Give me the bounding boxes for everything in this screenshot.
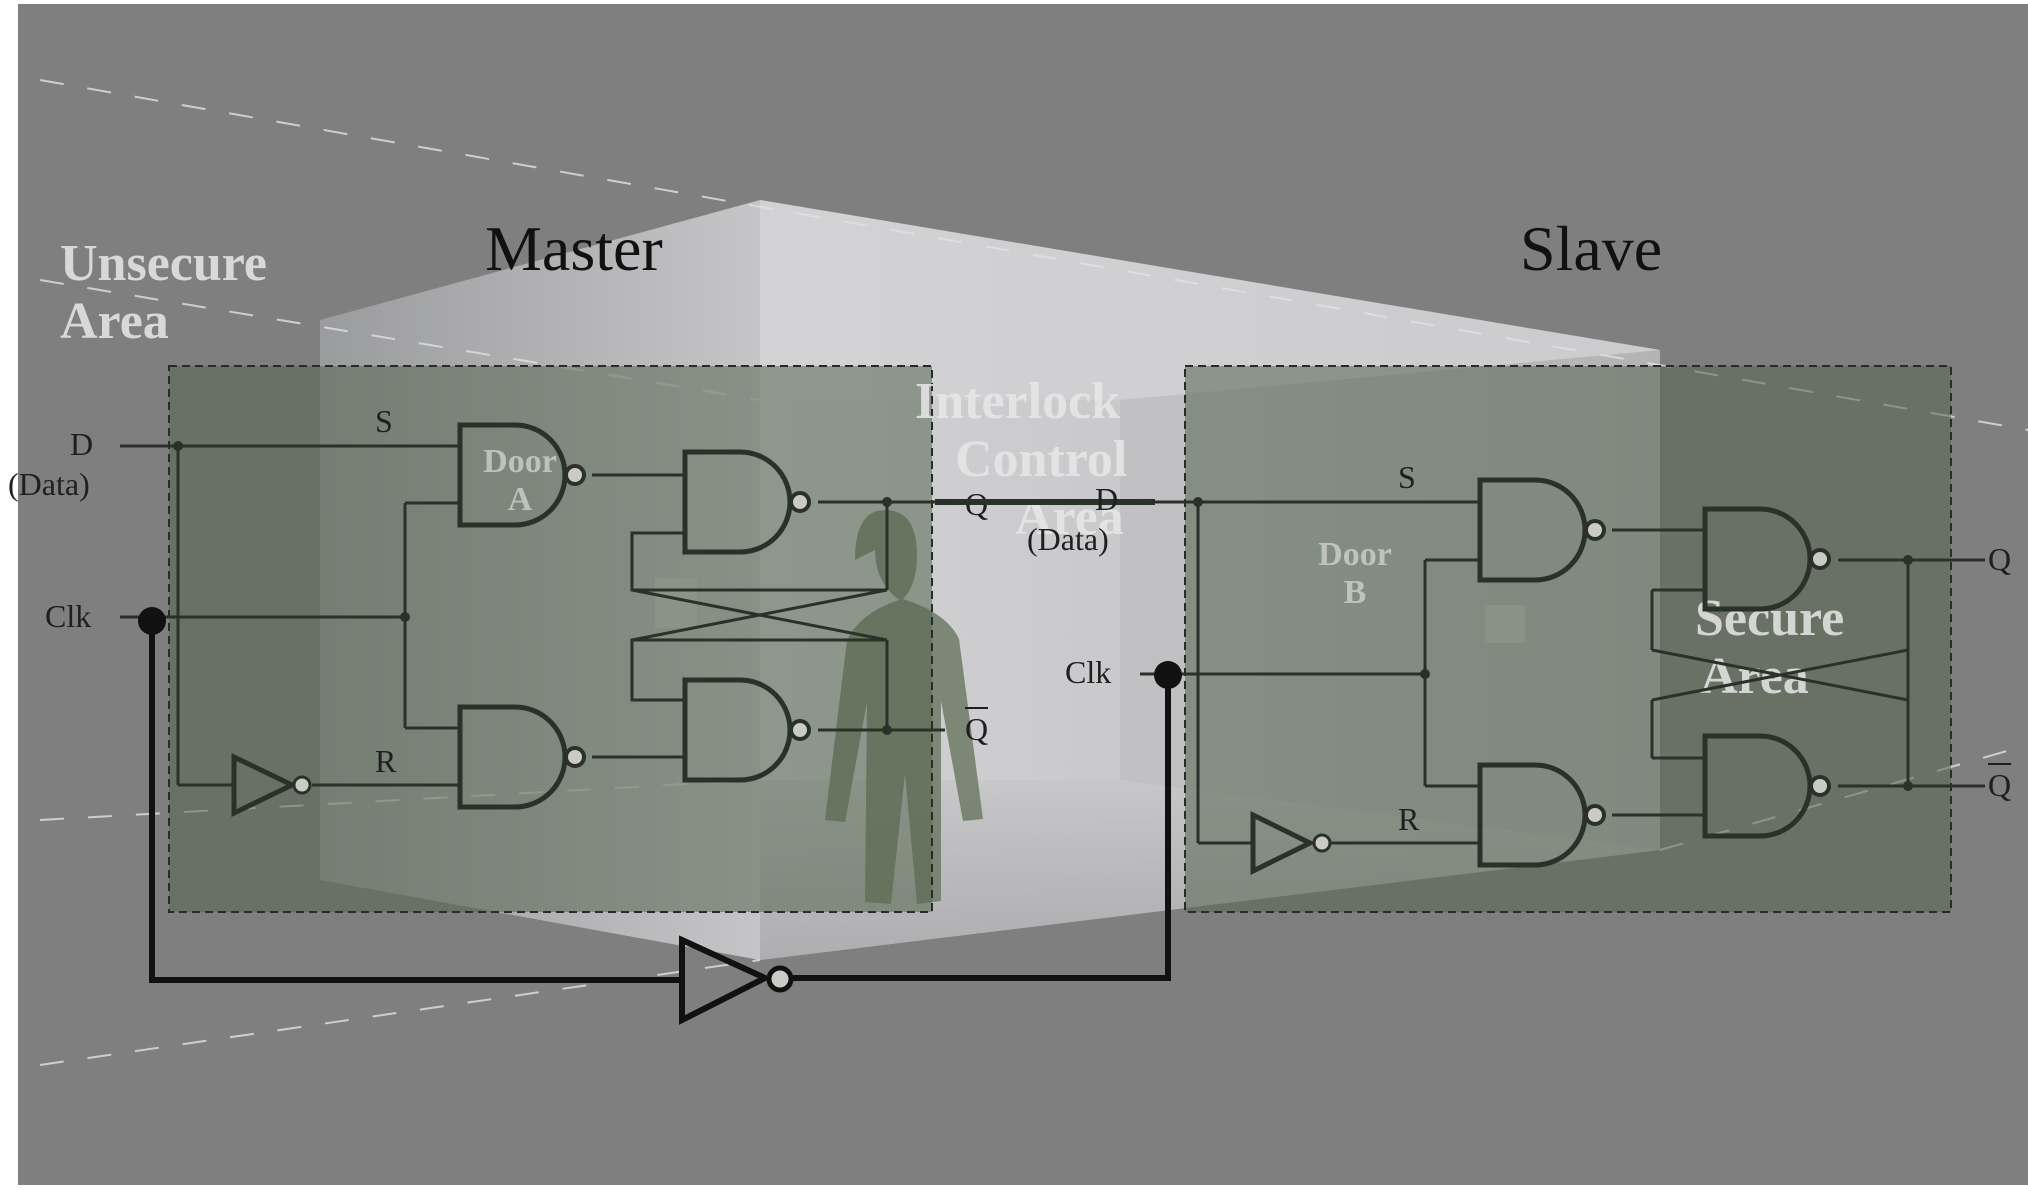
slave-title: Slave xyxy=(1520,213,1662,284)
clock-master-feed xyxy=(149,620,680,983)
master-d-label: D xyxy=(70,426,93,462)
slave-inverter xyxy=(1250,810,1332,876)
master-cross-wire-1 xyxy=(630,531,887,592)
master-qbar-junction xyxy=(882,725,892,735)
slave-qbar-output-label: Q xyxy=(1988,767,2011,803)
unsecure-area-label-line1: Unsecure xyxy=(60,235,267,292)
master-clk-junction xyxy=(400,612,410,622)
slave-clk-junction xyxy=(1420,669,1430,679)
master-clk-terminal xyxy=(138,607,166,635)
clock-inverter xyxy=(679,935,794,1025)
slave-q-junction xyxy=(1903,555,1913,565)
slave-cross-diag-2 xyxy=(1651,648,1909,702)
slave-d-junction xyxy=(1193,497,1203,507)
master-inverter xyxy=(231,753,312,817)
slave-clk-terminal xyxy=(1154,661,1182,689)
master-qbar-output-label: Q xyxy=(965,711,988,747)
master-reset-label: R xyxy=(375,743,397,779)
master-cross-wire-2 xyxy=(630,638,887,702)
door-a-label-line1: Door xyxy=(483,443,557,480)
room-ceiling xyxy=(760,200,1660,400)
interlock-area-label-line3: Area xyxy=(1015,489,1124,546)
master-d-junction xyxy=(173,441,183,451)
master-d-sub-label: (Data) xyxy=(8,466,90,502)
slave-q-output-label: Q xyxy=(1988,541,2011,577)
slave-reset-label: R xyxy=(1398,801,1420,837)
master-clk-label: Clk xyxy=(45,598,91,634)
slave-set-label: S xyxy=(1398,459,1416,495)
master-q-junction xyxy=(882,497,892,507)
master-title: Master xyxy=(485,213,663,284)
master-latch xyxy=(120,444,945,787)
interlock-area-label-line2: Control xyxy=(955,431,1127,488)
slave-box xyxy=(1184,365,1952,913)
slave-qbar-junction xyxy=(1903,781,1913,791)
door-b-label-line2: B xyxy=(1344,574,1367,611)
door-b-label-line1: Door xyxy=(1318,536,1392,573)
secure-area-label-line1: Secure xyxy=(1695,590,1844,647)
unsecure-area-label-line2: Area xyxy=(60,293,169,350)
clock-slave-feed xyxy=(792,676,1171,981)
slave-clk-label: Clk xyxy=(1065,654,1111,690)
clock-path xyxy=(149,620,1171,983)
master-set-label: S xyxy=(375,403,393,439)
door-a-keypad xyxy=(655,578,697,628)
slave-d-label: D xyxy=(1095,481,1118,517)
interlock-area-label-line1: Interlock xyxy=(915,373,1120,430)
door-a-label-line2: A xyxy=(508,481,533,518)
master-cross-diag-2 xyxy=(631,588,888,642)
slave-d-sub-label: (Data) xyxy=(1027,521,1109,557)
door-b-keypad xyxy=(1485,605,1525,643)
